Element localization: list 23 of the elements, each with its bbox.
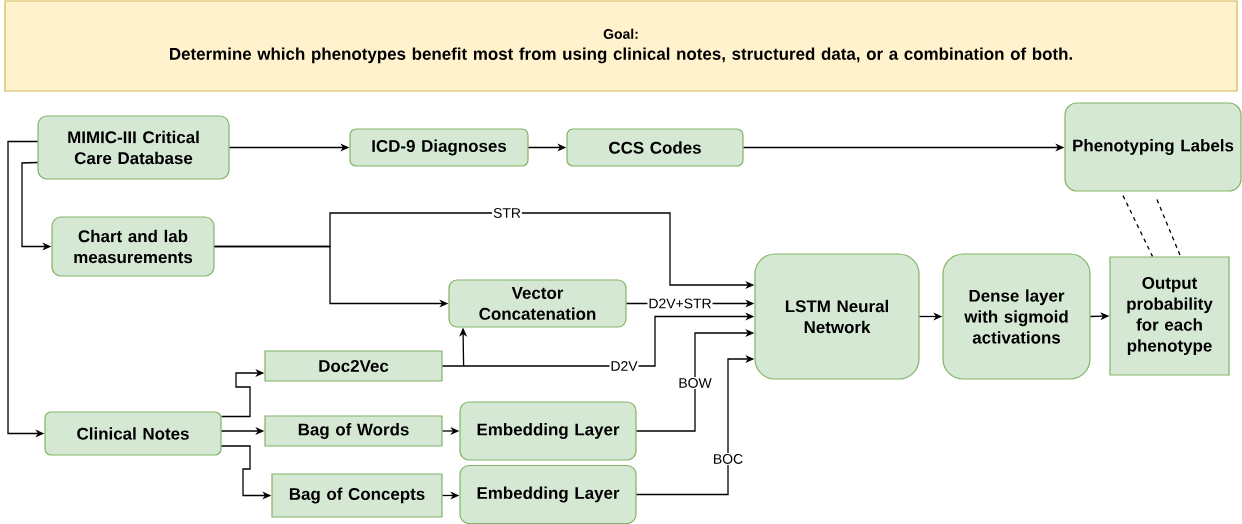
process-box: Phenotyping Labels: [1064, 102, 1242, 192]
edge-label: BOW: [677, 377, 713, 389]
process-box: Clinical Notes: [44, 411, 222, 456]
process-box: Doc2Vec: [264, 350, 443, 382]
goal-box: Goal: Determine which phenotypes benefit most from using clinical notes, structured data, or a combination of both.: [4, 0, 1238, 92]
process-box: Dense layer with sigmoid activations: [942, 253, 1091, 380]
process-box: Vector Concatenation: [448, 279, 627, 328]
edge-label: D2V+STR: [647, 297, 713, 310]
edge-label: STR: [492, 207, 522, 219]
process-box: ICD-9 Diagnoses: [349, 128, 529, 167]
connector-line: [1122, 194, 1154, 258]
connector-line: [1156, 198, 1182, 258]
process-box: Embedding Layer: [459, 464, 637, 524]
process-box: Bag of Concepts: [271, 473, 443, 518]
process-box: LSTM Neural Network: [754, 253, 920, 380]
process-box: Embedding Layer: [459, 401, 637, 461]
process-box: Chart and lab measurements: [51, 216, 215, 277]
edge-label: D2V: [609, 360, 639, 372]
process-box: Bag of Words: [264, 415, 443, 447]
process-box: MIMIC-III Critical Care Database: [37, 115, 230, 180]
process-box: Output probability for each phenotype: [1109, 256, 1230, 376]
process-box: CCS Codes: [566, 128, 744, 167]
edge-label: BOC: [711, 453, 745, 465]
